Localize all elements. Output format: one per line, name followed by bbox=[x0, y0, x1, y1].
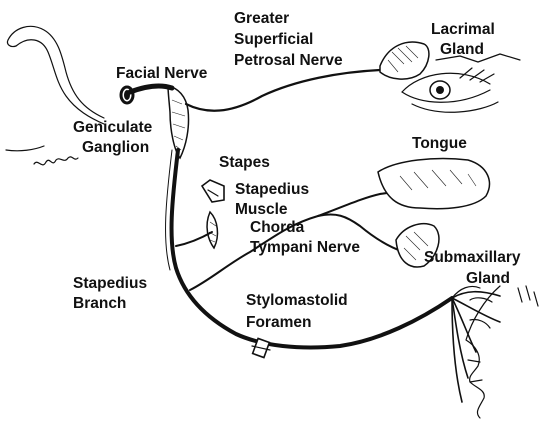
label-submaxillary-gland-line2: Gland bbox=[466, 270, 510, 287]
artist-signature bbox=[34, 157, 78, 165]
stapedius-branch-nerve bbox=[176, 232, 212, 246]
label-facial-nerve: Facial Nerve bbox=[116, 65, 208, 82]
label-chorda-tympani-nerve-line1: Chorda bbox=[250, 219, 305, 236]
geniculate-ganglion-shape bbox=[168, 86, 189, 158]
tongue-shape bbox=[378, 159, 489, 209]
label-chorda-tympani-nerve-line2: Tympani Nerve bbox=[250, 239, 360, 256]
label-greater-superficial-petrosal-nerve-line1: Greater bbox=[234, 10, 289, 27]
label-stapedius-branch-line2: Branch bbox=[73, 295, 126, 312]
label-greater-superficial-petrosal-nerve-line2: Superficial bbox=[234, 31, 313, 48]
facial-motor-branches bbox=[452, 292, 500, 402]
label-greater-superficial-petrosal-nerve-line3: Petrosal Nerve bbox=[234, 52, 343, 69]
label-submaxillary-gland-line1: Submaxillary bbox=[424, 249, 521, 266]
label-stylomastoid-foramen-line1: Stylomastolid bbox=[246, 292, 348, 309]
label-geniculate-ganglion-line1: Geniculate bbox=[73, 119, 153, 136]
label-tongue: Tongue bbox=[412, 135, 467, 152]
label-stapes: Stapes bbox=[219, 154, 270, 171]
greater-superficial-petrosal-nerve bbox=[186, 70, 380, 111]
label-stapedius-muscle-line1: Stapedius bbox=[235, 181, 309, 198]
label-lacrimal-gland-line2: Gland bbox=[440, 41, 484, 58]
label-stapedius-branch-line1: Stapedius bbox=[73, 275, 147, 292]
label-geniculate-ganglion-line2: Ganglion bbox=[82, 139, 149, 156]
label-stapedius-muscle-line2: Muscle bbox=[235, 201, 288, 218]
lacrimal-gland-shape bbox=[380, 42, 429, 79]
label-lacrimal-gland-line1: Lacrimal bbox=[431, 21, 495, 38]
stapedius-muscle-shape bbox=[207, 212, 217, 248]
stapes-shape bbox=[202, 180, 224, 202]
label-stylomastoid-foramen-line2: Foramen bbox=[246, 314, 311, 331]
face-profile-sketch bbox=[452, 286, 538, 418]
